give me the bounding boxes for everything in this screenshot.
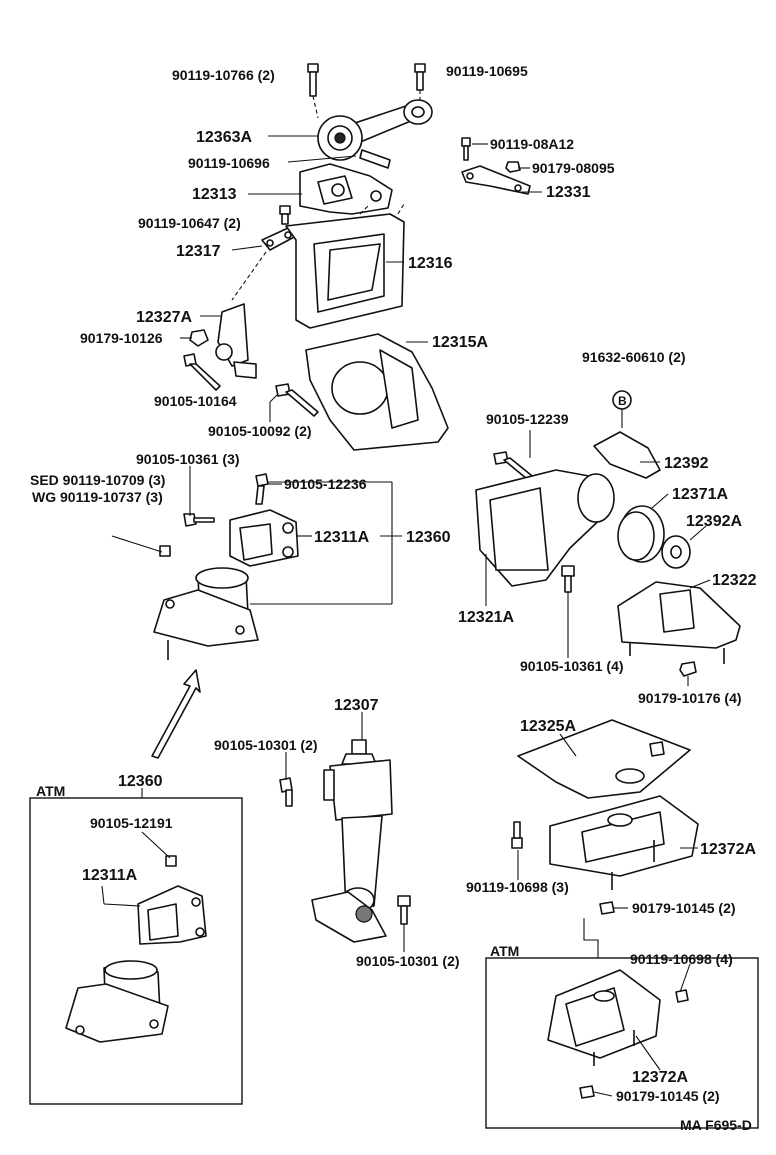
label-atm-left: ATM: [36, 783, 65, 799]
bolt-12236: [255, 473, 269, 505]
label-bolt-12236: 90105-12236: [284, 476, 367, 492]
atm-left-bolt-12191: [165, 855, 177, 867]
bolt-08A12: [461, 137, 471, 161]
bracket-12331: [461, 165, 531, 195]
label-atm-right-12372A: 12372A: [632, 1069, 688, 1086]
label-12321A: 12321A: [458, 609, 514, 626]
label-bolt-10647: 90119-10647 (2): [138, 215, 241, 231]
label-clip-60610: 91632-60610 (2): [582, 349, 686, 365]
bracket-12315A: [305, 333, 449, 451]
label-12316: 12316: [408, 255, 453, 272]
label-12327A: 12327A: [136, 309, 192, 326]
atm-left-engine-mount: [65, 960, 169, 1043]
washer-12392A: [661, 535, 691, 569]
label-bolt-08A12: 90119-08A12: [490, 136, 574, 152]
bolt-10164: [183, 353, 221, 391]
label-atm-right-nut-10145: 90179-10145 (2): [616, 1088, 720, 1104]
label-wg-bolt: WG 90119-10737 (3): [32, 489, 163, 505]
label-nut-08095: 90179-08095: [532, 160, 615, 176]
plate-12317: [231, 227, 297, 301]
label-12363A: 12363A: [196, 129, 252, 146]
label-12360: 12360: [406, 529, 451, 546]
label-bolt-10301-top: 90105-10301 (2): [214, 737, 318, 753]
atm-right-mount-12372A: [547, 969, 661, 1066]
label-nut-10176: 90179-10176 (4): [638, 690, 742, 706]
label-bolt-10695: 90119-10695: [446, 63, 528, 79]
label-atm-left-12311A: 12311A: [82, 867, 138, 884]
mount-12372A: [549, 795, 699, 890]
diagram-code: MA F695-D: [680, 1117, 752, 1133]
bolt-10361-x3: [183, 513, 215, 527]
shield-12392: [593, 431, 661, 479]
bolt-10647: [279, 205, 291, 225]
label-bolt-10164: 90105-10164: [154, 393, 237, 409]
label-12307: 12307: [334, 697, 379, 714]
bolt-10301-top: [279, 777, 293, 807]
label-12313: 12313: [192, 186, 237, 203]
label-12371A: 12371A: [672, 486, 728, 503]
bolt-10695: [414, 63, 426, 100]
label-12325A: 12325A: [520, 718, 576, 735]
label-12372A: 12372A: [700, 841, 756, 858]
plate-12325A: [517, 719, 691, 799]
atm-right-bolt-10698: [675, 989, 689, 1003]
bracket-12322: [617, 581, 741, 664]
atm-right-nut-10145: [579, 1085, 595, 1099]
label-12311A: 12311A: [314, 529, 370, 546]
label-nut-10145: 90179-10145 (2): [632, 900, 736, 916]
bolt-10698-x3: [511, 821, 523, 849]
label-atm-right: ATM: [490, 943, 519, 959]
atm-right-box: [485, 957, 759, 1129]
bolt-10092: [275, 383, 319, 417]
bolt-sed-wg: [159, 545, 171, 557]
label-12392A: 12392A: [686, 513, 742, 530]
label-bolt-10301-bottom: 90105-10301 (2): [356, 953, 460, 969]
label-bolt-10696: 90119-10696: [188, 155, 270, 171]
atm-left-box: [29, 797, 243, 1105]
label-atm-left-12360: 12360: [118, 773, 163, 790]
nut-10145: [599, 901, 615, 915]
label-bolt-10766: 90119-10766 (2): [172, 67, 275, 83]
clip-B: B: [612, 390, 632, 428]
label-12317: 12317: [176, 243, 221, 260]
bushing-12371A: [617, 505, 665, 563]
label-bolt-12239: 90105-12239: [486, 411, 569, 427]
nut-10176: [679, 661, 697, 677]
label-12331: 12331: [546, 184, 591, 201]
bracket-12327A: [215, 303, 257, 379]
arrow-indicator: [151, 669, 201, 759]
torque-rod-12363A: [317, 99, 433, 169]
bolt-10361-x4: [561, 565, 575, 593]
bracket-12321A: [475, 469, 615, 587]
label-12322: 12322: [712, 572, 757, 589]
bolt-10766: [307, 63, 319, 119]
label-12315A: 12315A: [432, 334, 488, 351]
label-12392: 12392: [664, 455, 709, 472]
label-sed-bolt: SED 90119-10709 (3): [30, 472, 165, 488]
leader-lines: [101, 135, 711, 1097]
bracket-12313: [299, 163, 393, 215]
frame-bracket-12316: [285, 203, 405, 329]
bracket-12311A: [229, 509, 299, 567]
nut-08095: [505, 161, 521, 173]
label-atm-right-bolt-10698: 90119-10698 (4): [630, 951, 733, 967]
shock-absorber-12307: [311, 739, 393, 943]
atm-left-bracket-12311A: [137, 885, 207, 945]
label-atm-left-bolt-12191: 90105-12191: [90, 815, 173, 831]
label-bolt-10092: 90105-10092 (2): [208, 423, 312, 439]
nut-10126: [189, 329, 209, 347]
clip-letter: B: [618, 394, 627, 408]
label-bolt-10361-top: 90105-10361 (3): [136, 451, 240, 467]
label-bolt-10698-x3: 90119-10698 (3): [466, 879, 569, 895]
label-bolt-10361-x4: 90105-10361 (4): [520, 658, 624, 674]
bolt-10301-bottom: [397, 895, 411, 952]
label-nut-10126: 90179-10126: [80, 330, 163, 346]
engine-mount: [153, 567, 259, 660]
